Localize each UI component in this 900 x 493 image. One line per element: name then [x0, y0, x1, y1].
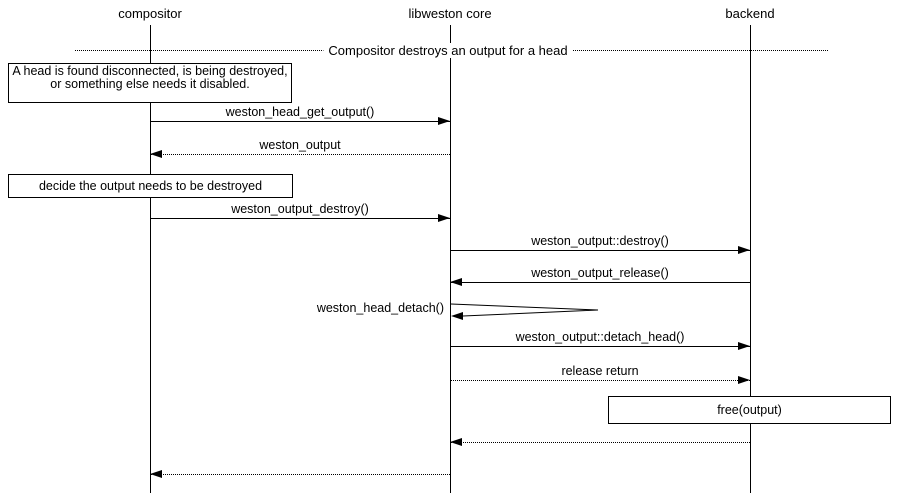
arrowhead-right-icon — [738, 246, 750, 254]
arrowhead-left-icon — [150, 470, 162, 478]
message-label-weston-head-detach: weston_head_detach() — [316, 301, 444, 315]
message-line — [150, 121, 450, 122]
lifeline-libweston-core — [450, 25, 451, 493]
message-line — [150, 474, 450, 475]
arrowhead-right-icon — [438, 117, 450, 125]
note-free-output: free(output) — [608, 396, 891, 424]
message-line — [150, 218, 450, 219]
self-message-loop — [450, 303, 599, 320]
arrowhead-left-icon — [450, 438, 462, 446]
message-line — [450, 442, 750, 443]
actor-label-libweston-core: libweston core — [408, 6, 492, 21]
message-line — [450, 346, 750, 347]
arrowhead-right-icon — [438, 214, 450, 222]
actor-label-backend: backend — [725, 6, 775, 21]
lifeline-backend — [750, 25, 751, 493]
message-label: weston_output_destroy() — [231, 202, 369, 216]
arrowhead-right-icon — [738, 376, 750, 384]
arrowhead-left-icon — [451, 312, 463, 320]
message-label: weston_output — [259, 138, 341, 152]
divider-label: Compositor destroys an output for a head — [323, 43, 573, 58]
message-label: release return — [561, 364, 639, 378]
arrowhead-left-icon — [150, 150, 162, 158]
message-line — [450, 380, 750, 381]
note-head-disconnected: A head is found disconnected, is being d… — [8, 63, 292, 103]
actor-label-compositor: compositor — [118, 6, 182, 21]
message-line — [450, 282, 750, 283]
arrowhead-left-icon — [450, 278, 462, 286]
message-label: weston_head_get_output() — [225, 105, 375, 119]
arrowhead-right-icon — [738, 342, 750, 350]
message-line — [450, 250, 750, 251]
lifeline-compositor — [150, 25, 151, 493]
note-decide-destroy: decide the output needs to be destroyed — [8, 174, 293, 198]
message-line — [150, 154, 450, 155]
message-label: weston_output_release() — [531, 266, 669, 280]
message-label: weston_output::destroy() — [531, 234, 669, 248]
message-label: weston_output::detach_head() — [515, 330, 685, 344]
